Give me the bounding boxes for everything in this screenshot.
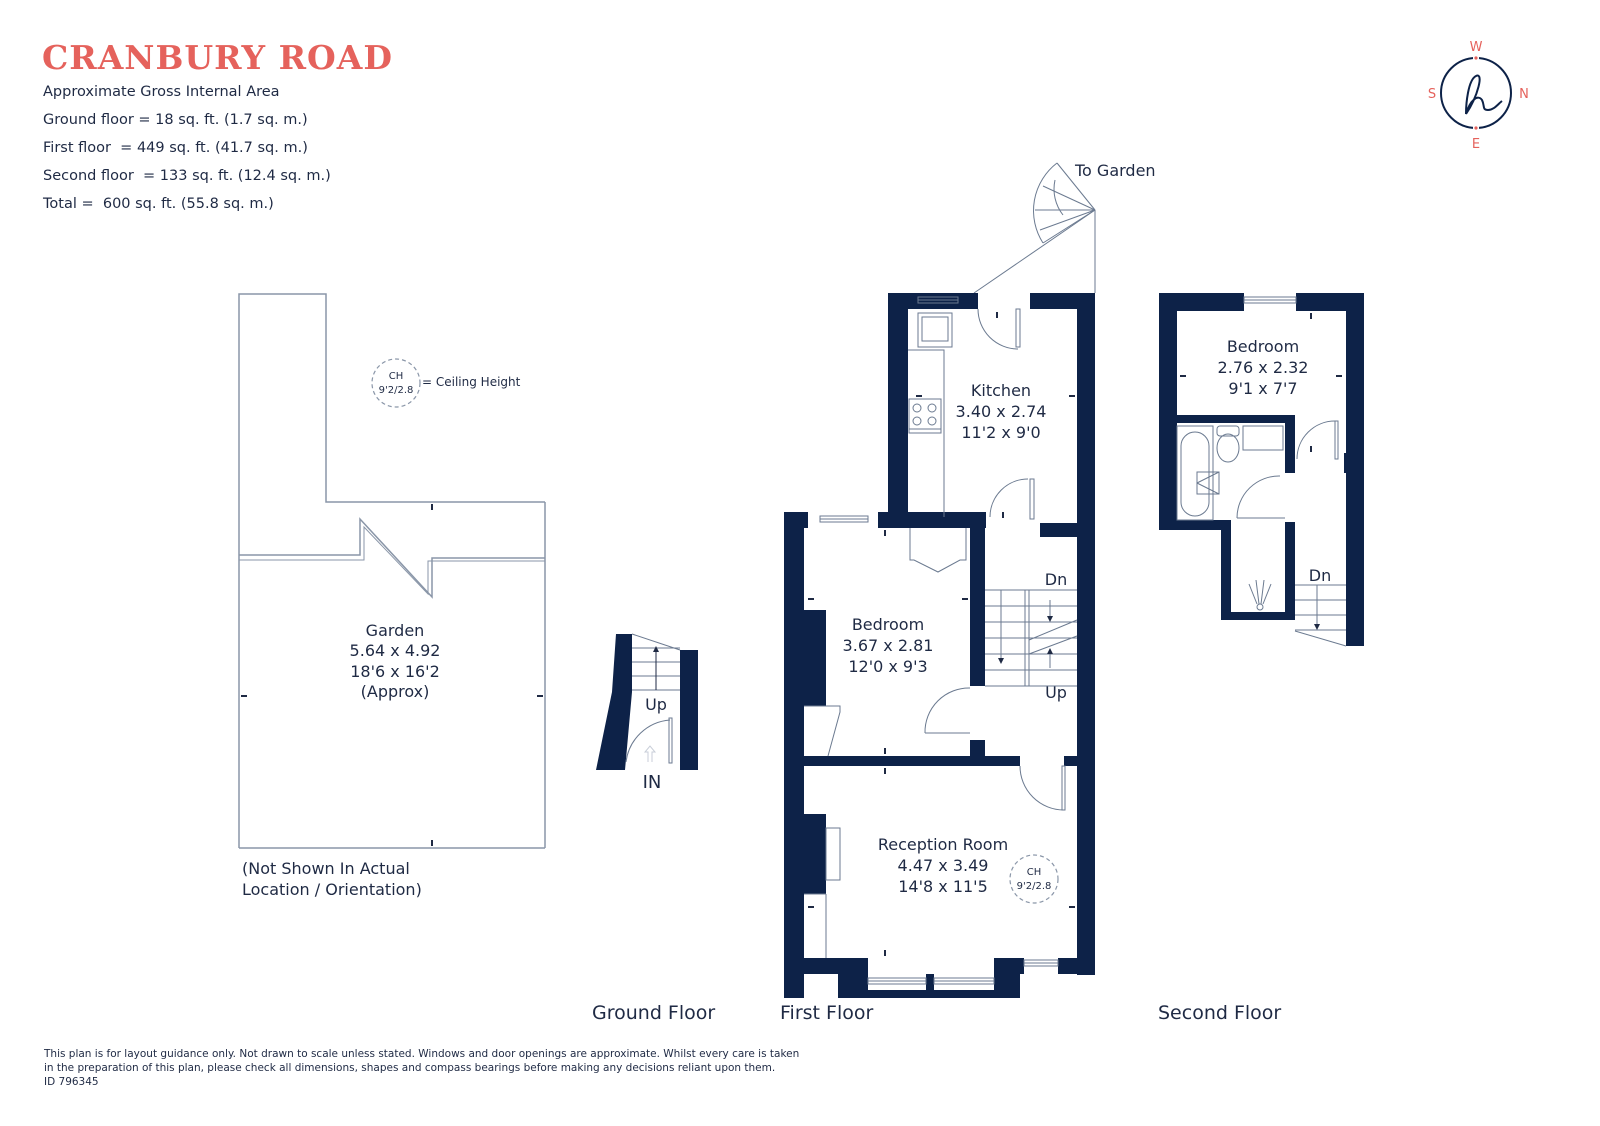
- to-garden-label: To Garden: [1074, 161, 1156, 180]
- room-metric: 3.67 x 2.81: [843, 636, 934, 655]
- room-bedroom-first: Bedroom 3.67 x 2.81 12'0 x 9'3: [843, 615, 934, 676]
- room-imperial: 12'0 x 9'3: [848, 657, 927, 676]
- disclaimer-line2: in the preparation of this plan, please …: [44, 1062, 776, 1074]
- first-stairs-down-label: Dn: [1045, 570, 1067, 589]
- garden-outline: [238, 293, 546, 849]
- legend-ch-value: 9'2/2.8: [379, 385, 414, 396]
- kitchen-fittings: [908, 308, 1035, 520]
- basin-icon: [1242, 425, 1284, 451]
- spiral-stair-icon: [973, 162, 1096, 294]
- room-imperial: 9'1 x 7'7: [1228, 379, 1297, 398]
- room-name: Bedroom: [1227, 337, 1299, 356]
- area-heading: Approximate Gross Internal Area: [43, 84, 280, 100]
- door-swing: [977, 308, 1019, 350]
- disclaimer: This plan is for layout guidance only. N…: [44, 1047, 799, 1089]
- legend-ch-label: CH: [389, 371, 404, 382]
- garden-label: Garden 5.64 x 4.92 18'6 x 16'2 (Approx): [350, 621, 441, 701]
- second-floor-plan: Bedroom 2.76 x 2.32 9'1 x 7'7 Dn: [1159, 293, 1364, 647]
- room-metric: 4.47 x 3.49: [898, 856, 989, 875]
- garden-note: (Approx): [361, 682, 430, 701]
- area-ground-floor: Ground floor = 18 sq. ft. (1.7 sq. m.): [43, 112, 308, 128]
- room-metric: 3.40 x 2.74: [956, 402, 1047, 421]
- sink-icon: [917, 312, 953, 348]
- compass-icon: W E S N: [1428, 40, 1529, 152]
- toilet-icon: [1216, 425, 1240, 437]
- first-stairs-up-label: Up: [1045, 683, 1067, 702]
- room-metric: 2.76 x 2.32: [1218, 358, 1309, 377]
- room-name: Reception Room: [878, 835, 1008, 854]
- ground-stairs-up-label: Up: [645, 695, 667, 714]
- first-floor-walls: [784, 293, 1095, 998]
- ceiling-height-badge: [1009, 854, 1059, 904]
- garden-name: Garden: [366, 621, 425, 640]
- entrance-arrow-icon: [643, 745, 657, 762]
- ground-entrance-label: IN: [643, 772, 662, 793]
- floor-label-first: First Floor: [780, 1002, 874, 1024]
- room-reception: Reception Room 4.47 x 3.49 14'8 x 11'5 C…: [878, 835, 1059, 904]
- garden-caption-line2: Location / Orientation): [242, 880, 422, 899]
- compass-top-label: W: [1470, 40, 1483, 55]
- room-name: Kitchen: [971, 381, 1031, 400]
- compass-right-label: N: [1519, 87, 1529, 102]
- garden-caption-line1: (Not Shown In Actual: [242, 859, 410, 878]
- ch-label: CH: [1027, 867, 1042, 878]
- property-title: CRANBURY ROAD: [42, 38, 393, 77]
- compass-left-label: S: [1428, 87, 1436, 102]
- room-kitchen: Kitchen 3.40 x 2.74 11'2 x 9'0: [956, 381, 1047, 442]
- bathtub-icon: [1180, 431, 1210, 517]
- garden-dimension-ticks: [241, 504, 543, 846]
- room-imperial: 11'2 x 9'0: [961, 423, 1040, 442]
- area-second-floor: Second floor = 133 sq. ft. (12.4 sq. m.): [43, 168, 331, 184]
- garden-metric: 5.64 x 4.92: [350, 641, 441, 660]
- room-bedroom-second: Bedroom 2.76 x 2.32 9'1 x 7'7: [1218, 337, 1309, 398]
- ch-value: 9'2/2.8: [1017, 881, 1052, 892]
- ceiling-height-legend: CH 9'2/2.8 = Ceiling Height: [371, 358, 521, 408]
- garden-imperial: 18'6 x 16'2: [350, 662, 440, 681]
- windows: [819, 296, 1059, 985]
- first-floor-plan: To Garden: [784, 161, 1156, 998]
- second-stairs-down-label: Dn: [1309, 566, 1331, 585]
- area-total: Total = 600 sq. ft. (55.8 sq. m.): [43, 196, 274, 212]
- hob-icon: [908, 398, 942, 434]
- area-first-floor: First floor = 449 sq. ft. (41.7 sq. m.): [43, 140, 308, 156]
- area-summary: Approximate Gross Internal Area Ground f…: [43, 78, 331, 218]
- disclaimer-line1: This plan is for layout guidance only. N…: [44, 1048, 800, 1060]
- legend-ch-meaning: = Ceiling Height: [422, 375, 521, 389]
- room-imperial: 14'8 x 11'5: [898, 877, 988, 896]
- floor-label-second: Second Floor: [1158, 1002, 1282, 1024]
- compass-bottom-label: E: [1472, 137, 1480, 152]
- room-name: Bedroom: [852, 615, 924, 634]
- first-floor-stairs: [985, 589, 1078, 687]
- shower-icon: [1248, 579, 1272, 611]
- floor-label-ground: Ground Floor: [592, 1002, 716, 1024]
- ground-floor-plan: Up IN: [596, 633, 698, 793]
- plan-id: ID 796345: [44, 1076, 99, 1088]
